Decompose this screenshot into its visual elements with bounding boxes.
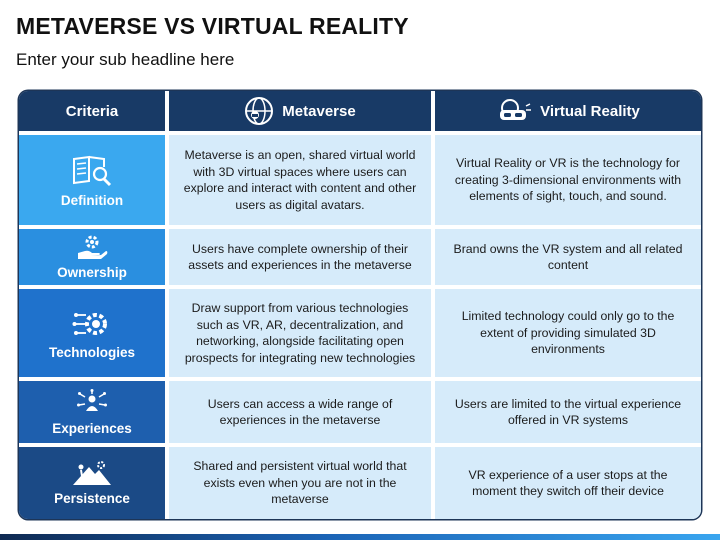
bottom-accent-bar	[0, 534, 720, 540]
row-experiences-vr: Users are limited to the virtual experie…	[435, 381, 701, 443]
criteria-label: Persistence	[54, 490, 130, 506]
header-criteria-label: Criteria	[65, 102, 119, 120]
person-network-icon	[77, 388, 107, 411]
header-vr: Virtual Reality	[435, 91, 701, 131]
criteria-label: Technologies	[48, 344, 135, 360]
row-technologies-vr: Limited technology could only go to the …	[435, 289, 701, 377]
row-persistence-vr: VR experience of a user stops at the mom…	[435, 447, 701, 519]
row-technologies-criteria: Technologies	[19, 289, 165, 377]
page-subtitle: Enter your sub headline here	[16, 50, 235, 69]
row-persistence-criteria: Persistence	[19, 447, 165, 519]
criteria-label: Definition	[60, 192, 124, 208]
mountain-climber-icon	[73, 460, 111, 485]
row-ownership-criteria: Ownership	[19, 229, 165, 285]
row-technologies-metaverse: Draw support from various technologies s…	[169, 289, 431, 377]
row-ownership-metaverse: Users have complete ownership of their a…	[169, 229, 431, 285]
row-definition-vr: Virtual Reality or VR is the technology …	[435, 135, 701, 225]
header-criteria: Criteria	[19, 91, 165, 131]
row-definition-criteria: Definition	[19, 135, 165, 225]
header-vr-label: Virtual Reality	[540, 102, 640, 120]
criteria-label: Ownership	[57, 264, 127, 280]
header-metaverse-label: Metaverse	[282, 102, 356, 120]
row-persistence-metaverse: Shared and persistent virtual world that…	[169, 447, 431, 519]
book-magnifier-icon	[73, 155, 112, 186]
criteria-label: Experiences	[52, 420, 132, 436]
circuit-gear-icon	[72, 312, 107, 335]
globe-avatar-icon	[244, 96, 274, 126]
page-title: METAVERSE VS VIRTUAL REALITY	[16, 13, 409, 39]
row-experiences-metaverse: Users can access a wide range of experie…	[169, 381, 431, 443]
row-experiences-criteria: Experiences	[19, 381, 165, 443]
row-ownership-vr: Brand owns the VR system and all related…	[435, 229, 701, 285]
vr-headset-icon	[496, 96, 532, 126]
header-metaverse: Metaverse	[169, 91, 431, 131]
comparison-table: Criteria Metaverse Virtual Realit	[19, 91, 701, 519]
hand-gear-icon	[78, 235, 108, 259]
row-definition-metaverse: Metaverse is an open, shared virtual wor…	[169, 135, 431, 225]
